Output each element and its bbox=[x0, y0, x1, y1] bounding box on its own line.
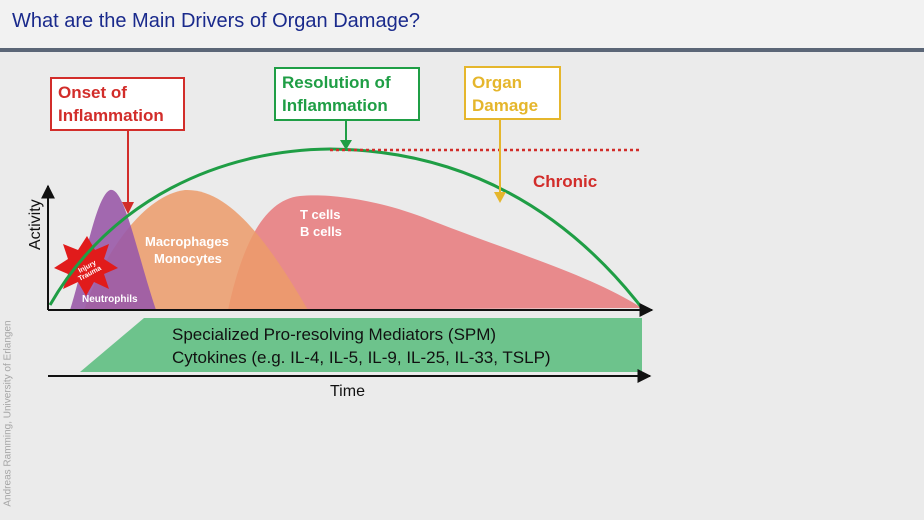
header-divider bbox=[0, 48, 924, 52]
organ-damage-label-line1: Organ bbox=[472, 73, 522, 92]
onset-arrowhead bbox=[122, 202, 134, 214]
onset-label-line2: Inflammation bbox=[58, 106, 164, 125]
lymphocytes-label-line1: T cells bbox=[300, 207, 340, 222]
resolution-arrowhead bbox=[340, 140, 352, 150]
neutrophils-label: Neutrophils bbox=[82, 294, 138, 305]
resolution-label-line2: Inflammation bbox=[282, 96, 388, 115]
mediators-label-line2: Cytokines (e.g. IL-4, IL-5, IL-9, IL-25,… bbox=[172, 348, 551, 367]
lymphocytes-label-line2: B cells bbox=[300, 224, 342, 239]
mediators-label-line1: Specialized Pro-resolving Mediators (SPM… bbox=[172, 325, 496, 344]
macrophages-label-line1: Macrophages bbox=[145, 234, 229, 249]
resolution-label-line1: Resolution of bbox=[282, 73, 391, 92]
slide-title: What are the Main Drivers of Organ Damag… bbox=[12, 10, 420, 32]
x-axis-label: Time bbox=[330, 383, 365, 400]
y-axis-label: Activity bbox=[27, 199, 44, 250]
macrophages-label-line2: Monocytes bbox=[154, 251, 222, 266]
lymphocytes-area bbox=[228, 195, 642, 310]
organ-damage-label-line2: Damage bbox=[472, 96, 538, 115]
organ-damage-box bbox=[464, 66, 561, 120]
onset-label-line1: Onset of bbox=[58, 83, 127, 102]
injury-trauma-star bbox=[54, 236, 118, 296]
onset-box bbox=[50, 77, 185, 131]
mediators-band bbox=[80, 318, 642, 372]
slide-header: What are the Main Drivers of Organ Damag… bbox=[0, 0, 924, 48]
chronic-label: Chronic bbox=[533, 172, 597, 191]
organ-damage-arrowhead bbox=[494, 192, 506, 203]
inflammation-diagram: Onset of Inflammation Resolution of Infl… bbox=[27, 66, 654, 400]
